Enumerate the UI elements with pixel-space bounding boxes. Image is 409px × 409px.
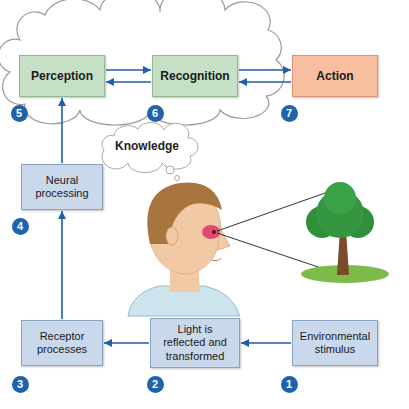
callout-number: 5	[11, 105, 28, 122]
box-text: Light is reflected and transformed	[156, 323, 234, 363]
callout-number: 1	[281, 376, 298, 393]
callout-number: 7	[281, 105, 298, 122]
flow-arrow	[61, 98, 63, 163]
box-text: Receptor processes	[27, 330, 97, 356]
ear	[166, 227, 178, 245]
hair	[147, 183, 222, 244]
tree	[301, 182, 389, 283]
box-text: Perception	[31, 69, 93, 83]
box-text: Action	[316, 69, 353, 83]
flow-arrow	[241, 342, 291, 344]
person	[128, 183, 240, 316]
process-box: Receptor processes	[21, 320, 103, 366]
thought-bubble	[175, 176, 180, 181]
flow-arrow	[239, 69, 291, 71]
box-text: Recognition	[160, 69, 229, 83]
knowledge-cloud	[102, 123, 198, 173]
process-box: Light is reflected and transformed	[150, 318, 240, 368]
foliage	[324, 182, 356, 214]
process-box: Action	[292, 55, 378, 97]
process-box: Neural processing	[21, 164, 103, 210]
flow-arrow	[61, 211, 63, 319]
process-box: Perception	[19, 55, 105, 97]
process-box: Recognition	[152, 55, 238, 97]
pupil	[212, 230, 216, 234]
process-box: Environmental stimulus	[292, 320, 378, 366]
mouth	[212, 258, 221, 261]
box-text: Neural processing	[27, 174, 97, 200]
flow-arrow	[106, 69, 151, 71]
flow-arrow	[104, 342, 149, 344]
flow-arrow	[239, 81, 291, 83]
eye	[202, 225, 220, 239]
callout-number: 2	[147, 376, 164, 393]
box-text: Environmental stimulus	[298, 330, 372, 356]
callout-number: 3	[12, 376, 29, 393]
thought-bubble	[166, 166, 174, 174]
flow-arrow	[106, 81, 151, 83]
callout-number: 6	[147, 105, 164, 122]
thought-label: Knowledge	[102, 139, 192, 153]
thought-cloud	[0, 0, 284, 125]
callout-number: 4	[12, 218, 29, 235]
